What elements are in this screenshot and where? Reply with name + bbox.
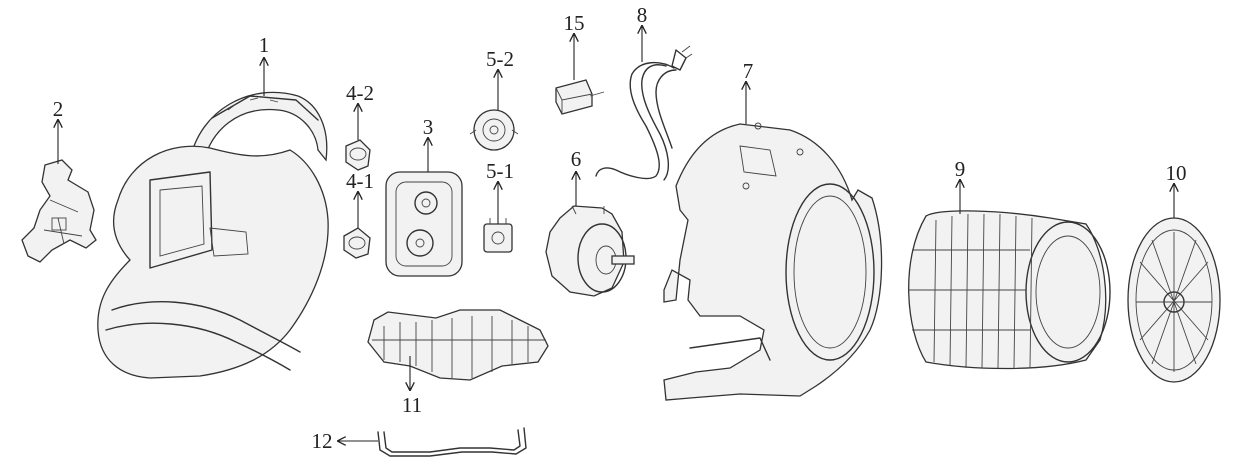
part-10-grille — [1127, 217, 1221, 383]
label-part-5-1: 5-1 — [486, 159, 514, 183]
part-4-1-knob — [343, 227, 371, 259]
label-part-15: 15 — [564, 11, 585, 35]
part-5-2-switch — [469, 109, 519, 151]
part-labels: 1 2 3 4-2 4-1 5-2 5-1 6 15 8 7 9 10 11 1… — [53, 3, 1187, 453]
label-part-8: 8 — [637, 3, 648, 27]
label-part-4-1: 4-1 — [346, 169, 374, 193]
label-part-7: 7 — [743, 59, 754, 83]
part-11-guard — [367, 309, 549, 381]
part-7-housing — [663, 122, 883, 401]
label-part-10: 10 — [1166, 161, 1187, 185]
part-6-motor — [545, 205, 635, 297]
leader-arrows — [58, 26, 1174, 441]
part-3-control-panel — [385, 171, 463, 277]
label-part-9: 9 — [955, 157, 966, 181]
label-part-11: 11 — [402, 393, 422, 417]
part-15-capacitor — [555, 79, 605, 115]
label-part-4-2: 4-2 — [346, 81, 374, 105]
label-part-5-2: 5-2 — [486, 47, 514, 71]
label-part-1: 1 — [259, 33, 270, 57]
label-part-2: 2 — [53, 97, 64, 121]
part-2-bracket — [21, 159, 97, 263]
label-part-3: 3 — [423, 115, 434, 139]
label-part-6: 6 — [571, 147, 582, 171]
part-9-blower-wheel — [908, 210, 1111, 370]
part-1-housing — [97, 91, 329, 379]
label-part-12: 12 — [312, 429, 333, 453]
part-12-rod — [377, 427, 527, 457]
part-4-2-knob — [345, 139, 371, 171]
part-8-power-cord — [595, 45, 693, 181]
